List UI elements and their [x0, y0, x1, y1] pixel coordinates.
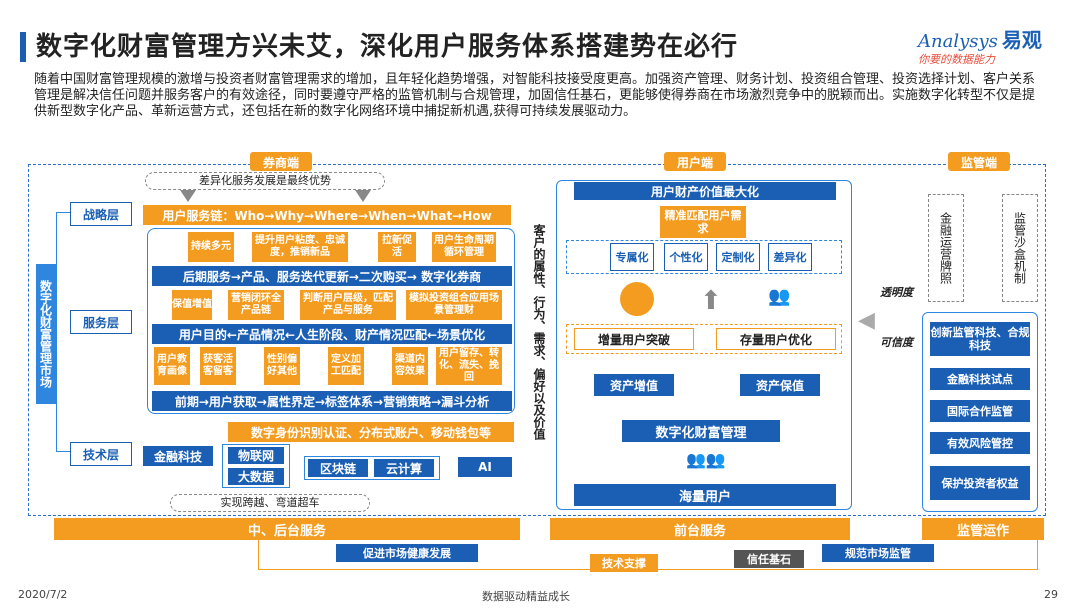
- strategy-layer: 战略层: [70, 202, 132, 226]
- user-top: 用户财产价值最大化: [574, 182, 836, 200]
- user-box: [556, 180, 852, 510]
- logo-en-prefix: A: [918, 31, 931, 52]
- growth: 增量用户突破: [574, 328, 694, 350]
- arrow-down-icon: [180, 190, 196, 202]
- fintech: 金融科技: [143, 446, 213, 466]
- features-box: [566, 240, 842, 274]
- mid-item: 保值增值: [172, 290, 212, 320]
- logo-en: nalysys: [931, 31, 998, 52]
- page-title: 数字化财富管理方兴未艾，深化用户服务体系搭建势在必行: [36, 32, 739, 62]
- preserve: 资产保值: [740, 374, 820, 396]
- top-item: 持续多元: [188, 232, 234, 262]
- low-item: 用户教育画像: [154, 347, 190, 385]
- user-header: 用户端: [664, 152, 726, 171]
- appreciate: 资产增值: [594, 374, 674, 396]
- credibility-label: 可信度: [880, 336, 913, 349]
- arrow-down-icon: [355, 190, 371, 202]
- ai: AI: [458, 457, 512, 477]
- service-chain: 用户服务链：Who→Why→Where→When→What→How: [143, 205, 511, 225]
- early-flow: 前期→用户获取→属性界定→标签体系→营销策略→漏斗分析: [152, 391, 512, 411]
- top-item: 提升用户粘度、忠诚度，推销新品: [252, 232, 348, 262]
- reg-item: 金融科技试点: [930, 368, 1030, 390]
- iot: 物联网: [228, 447, 284, 464]
- arrow-left-icon: ◀: [858, 308, 875, 333]
- after-sale-flow: 后期服务→产品、服务迭代更新→二次购买→ 数字化券商: [152, 266, 512, 286]
- intro-paragraph: 随着中国财富管理规模的激增与投资者财富管理需求的增加，且年轻化趋势增强，对智能科…: [34, 72, 1036, 119]
- logo-cn: 易观: [1001, 28, 1042, 52]
- precise-match: 精准匹配用户需求: [660, 206, 746, 238]
- reg-item: 有效风险管控: [930, 432, 1030, 454]
- network-icon: [620, 282, 654, 316]
- top-item: 拉新促活: [378, 232, 416, 262]
- regulatory-sandbox: 监管沙盒机制: [1002, 194, 1038, 302]
- mid-item: 判断用户层级，匹配产品与服务: [300, 290, 396, 320]
- growth-box: [566, 324, 842, 354]
- mid-item: 模拟投资组合应用场景管理财: [406, 290, 502, 320]
- low-item: 用户留存、转化、流失、挽回: [436, 347, 502, 385]
- users-icon: 👥: [768, 286, 791, 307]
- logo-slogan: 你要的数据能力: [918, 53, 995, 66]
- purpose-flow: 用户目的←产品情况←人生阶段、财产情况匹配←场景优化: [152, 324, 512, 344]
- feature: 专属化: [610, 243, 654, 271]
- reg-item: 创新监管科技、合规科技: [930, 322, 1030, 356]
- low-item: 性别偏好其他: [264, 347, 300, 385]
- trust-foundation: 信任基石: [734, 550, 804, 568]
- service-layer-box: [147, 228, 515, 414]
- title-accent-bar: [20, 32, 26, 62]
- transparency-label: 透明度: [880, 286, 913, 299]
- mid-back-service: 中、后台服务: [54, 518, 520, 540]
- blockchain-cloud-box: [304, 456, 440, 480]
- blockchain: 区块链: [308, 459, 368, 477]
- mid-item: 营销闭环全产品链: [228, 290, 284, 320]
- tech-support: 技术支撑: [590, 554, 658, 572]
- side-bracket: [56, 212, 70, 452]
- broker-bottom-cloud: 实现跨越、弯道超车: [170, 494, 370, 512]
- healthy-market: 促进市场健康发展: [336, 544, 478, 562]
- arrow-up-icon: ⬆: [700, 286, 722, 316]
- service-layer: 服务层: [70, 310, 132, 334]
- reg-item: 国际合作监管: [930, 400, 1030, 422]
- tech-layer: 技术层: [70, 442, 132, 466]
- feature: 个性化: [664, 243, 708, 271]
- low-item: 获客活客留客: [200, 347, 236, 385]
- low-item: 渠道内容效果: [392, 347, 428, 385]
- cloud: 云计算: [374, 459, 434, 477]
- broker-top-cloud: 差异化服务发展是最终优势: [145, 172, 385, 190]
- front-service: 前台服务: [550, 518, 850, 540]
- middle-vertical-text: 客户的属性、行为、需求、偏好以及价值: [532, 224, 546, 440]
- broker-header: 券商端: [250, 152, 312, 171]
- iot-bigdata-box: [222, 444, 290, 488]
- reg-ops: 监管运作: [922, 518, 1044, 540]
- feature: 差异化: [768, 243, 812, 271]
- tech-top: 数字身份识别认证、分布式账户、移动钱包等: [228, 422, 514, 442]
- reg-box: [922, 312, 1038, 512]
- stock: 存量用户优化: [716, 328, 836, 350]
- low-item: 定义加工匹配: [328, 347, 364, 385]
- feature: 定制化: [716, 243, 760, 271]
- diagram-frame: [28, 164, 1046, 516]
- broker-side-label: 数字化财富管理市场: [36, 264, 56, 404]
- reg-header: 监管端: [948, 152, 1010, 171]
- regulate-market: 规范市场监管: [822, 544, 934, 562]
- top-item: 用户生命周期循环管理: [432, 232, 496, 262]
- digital-wealth-management: 数字化财富管理: [622, 420, 780, 442]
- operating-license: 金融运营牌照: [928, 194, 964, 302]
- mass-users: 海量用户: [574, 484, 836, 506]
- bigdata: 大数据: [228, 468, 284, 485]
- page-number: 29: [1044, 588, 1058, 601]
- crowd-icon: 👥👥: [686, 450, 726, 469]
- reg-item: 保护投资者权益: [930, 466, 1030, 500]
- footer-center: 数据驱动精益成长: [482, 590, 570, 603]
- footer-date: 2020/7/2: [18, 588, 68, 601]
